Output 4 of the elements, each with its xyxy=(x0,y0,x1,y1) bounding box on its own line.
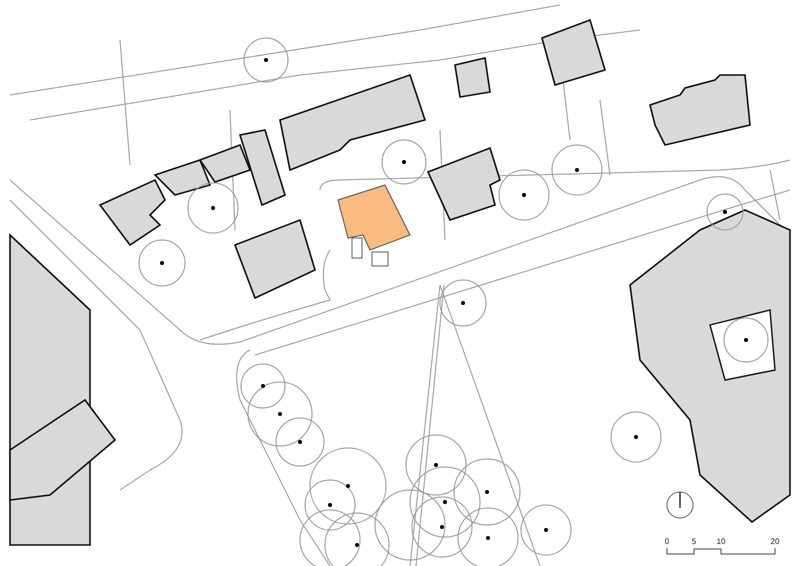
scale-number: 20 xyxy=(770,537,780,546)
scale-number: 0 xyxy=(664,537,670,546)
scale-number: 5 xyxy=(692,537,696,546)
scale-number: 10 xyxy=(716,537,726,546)
